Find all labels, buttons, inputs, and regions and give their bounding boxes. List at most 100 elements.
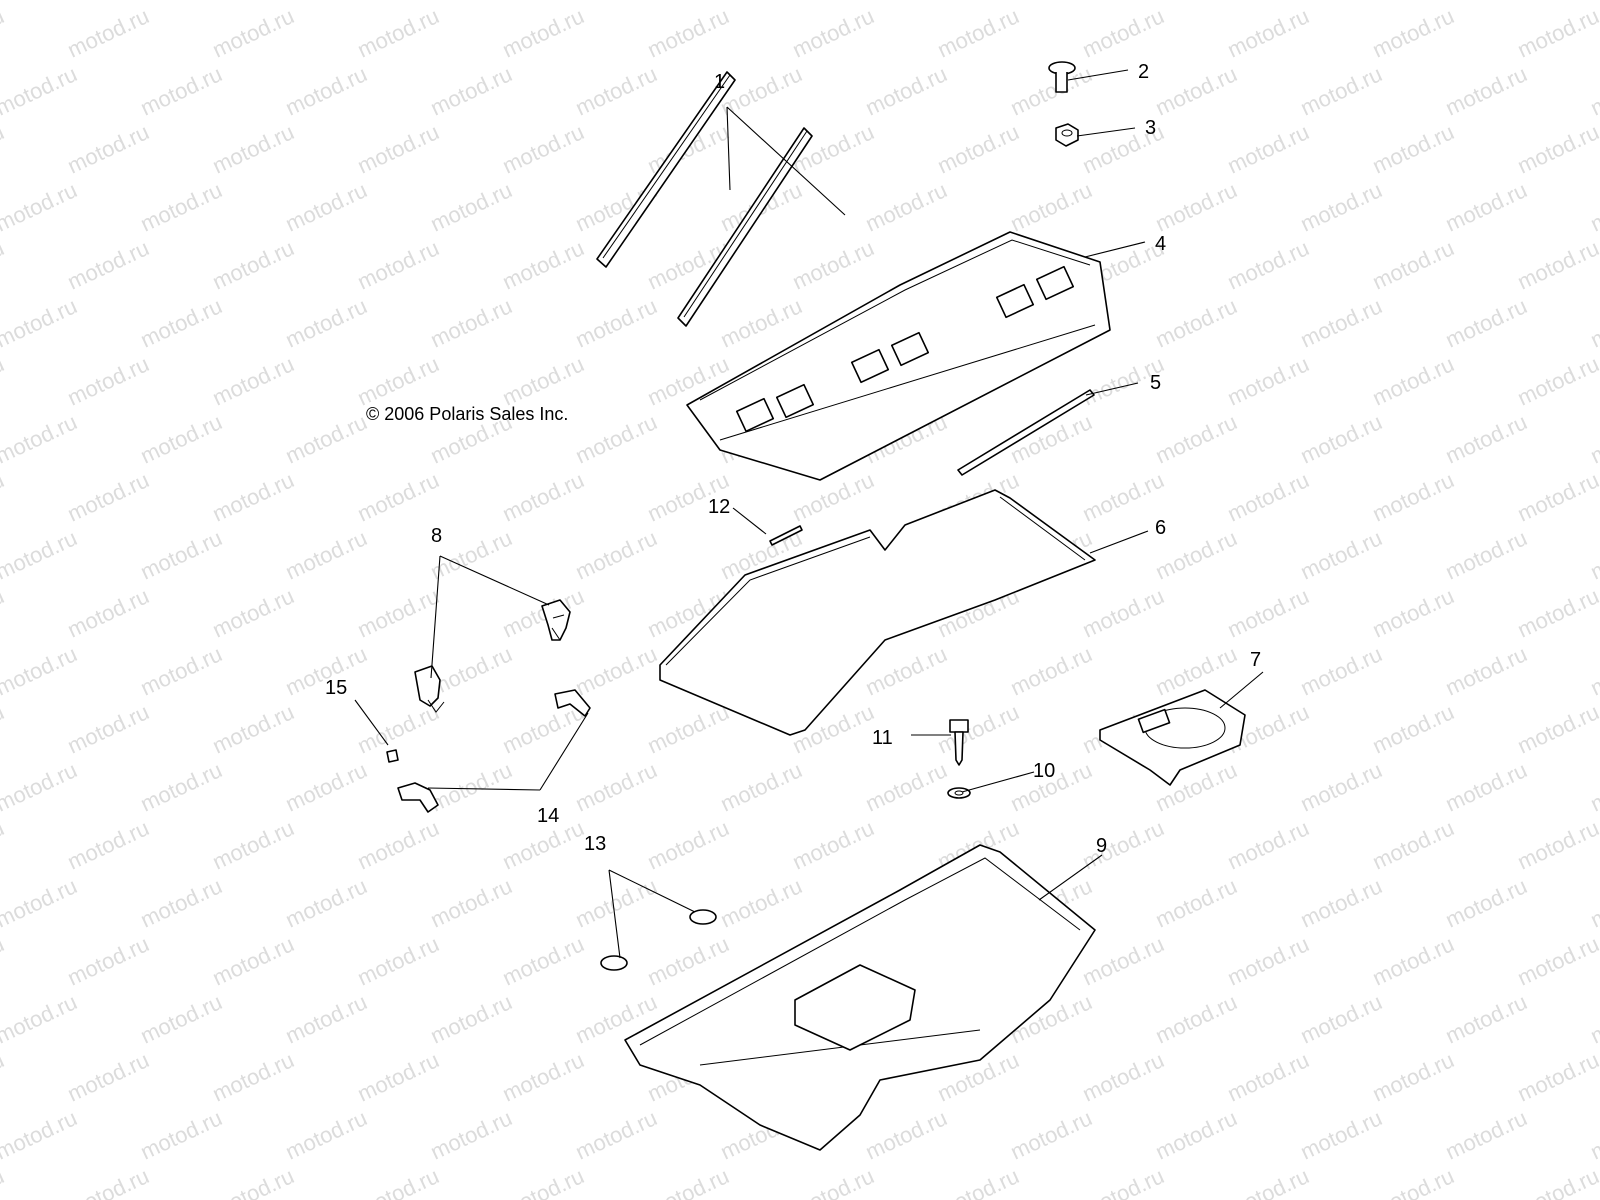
watermark-text: motod.ru [1369, 931, 1458, 990]
watermark-text: motod.ru [572, 525, 661, 584]
part-12-pin [769, 525, 803, 546]
part-6-gasket [659, 489, 1096, 736]
watermark-text: motod.ru [427, 0, 516, 5]
watermark-text: motod.ru [1079, 3, 1168, 62]
watermark-text: motod.ru [0, 235, 8, 294]
watermark-text: motod.ru [1152, 989, 1241, 1048]
watermark-text: motod.ru [427, 989, 516, 1048]
part-13-plugs [600, 909, 717, 971]
watermark-text: motod.ru [354, 119, 443, 178]
watermark-text: motod.ru [137, 1105, 226, 1164]
watermark-text: motod.ru [0, 1163, 8, 1200]
watermark-text: motod.ru [0, 0, 81, 5]
watermark-text: motod.ru [0, 3, 8, 62]
watermark-text: motod.ru [0, 815, 8, 874]
watermark-text: motod.ru [717, 0, 806, 5]
watermark-text: motod.ru [0, 873, 81, 932]
watermark-text: motod.ru [0, 61, 81, 120]
watermark-text: motod.ru [1369, 1047, 1458, 1106]
part-4-tray-lid [686, 231, 1111, 481]
watermark-text: motod.ru [717, 757, 806, 816]
part-1-rails [596, 71, 813, 327]
watermark-text: motod.ru [1224, 119, 1313, 178]
callout-5: 5 [1150, 372, 1161, 394]
watermark-text: motod.ru [644, 931, 733, 990]
watermark-text: motod.ru [0, 177, 81, 236]
watermark-text: motod.ru [427, 293, 516, 352]
watermark-text: motod.ru [1369, 1163, 1458, 1200]
watermark-text: motod.ru [1442, 1105, 1531, 1164]
watermark-text: motod.ru [1514, 583, 1600, 642]
watermark-text: motod.ru [1514, 119, 1600, 178]
watermark-text: motod.ru [789, 235, 878, 294]
watermark-text: motod.ru [934, 699, 1023, 758]
watermark-text: motod.ru [137, 409, 226, 468]
watermark-text: motod.ru [1369, 583, 1458, 642]
watermark-text: motod.ru [1079, 815, 1168, 874]
watermark-text: motod.ru [499, 467, 588, 526]
watermark-text: motod.ru [789, 1163, 878, 1200]
watermark-text: motod.ru [1514, 1163, 1600, 1200]
watermark-text: motod.ru [1224, 1047, 1313, 1106]
watermark-text: motod.ru [934, 3, 1023, 62]
part-11-bolt [949, 719, 969, 766]
watermark-text: motod.ru [862, 177, 951, 236]
watermark-text: motod.ru [572, 61, 661, 120]
watermark-text: motod.ru [1152, 61, 1241, 120]
watermark-text: motod.ru [1152, 177, 1241, 236]
watermark-text: motod.ru [137, 61, 226, 120]
watermark-text: motod.ru [209, 235, 298, 294]
watermark-text: motod.ru [1442, 989, 1531, 1048]
watermark-text: motod.ru [789, 3, 878, 62]
watermark-text: motod.ru [0, 757, 81, 816]
watermark-text: motod.ru [1369, 699, 1458, 758]
watermark-text: motod.ru [354, 815, 443, 874]
watermark-text: motod.ru [209, 583, 298, 642]
watermark-text: motod.ru [1007, 1105, 1096, 1164]
watermark-text: motod.ru [137, 873, 226, 932]
callout-9: 9 [1096, 835, 1107, 857]
part-5-strip [957, 389, 1095, 476]
watermark-text: motod.ru [862, 0, 951, 5]
watermark-text: motod.ru [137, 177, 226, 236]
watermark-text: motod.ru [354, 235, 443, 294]
watermark-text: motod.ru [137, 0, 226, 5]
watermark-text: motod.ru [354, 1163, 443, 1200]
watermark-text: motod.ru [1442, 177, 1531, 236]
watermark-text: motod.ru [64, 467, 153, 526]
watermark-text: motod.ru [1442, 873, 1531, 932]
watermark-text: motod.ru [499, 583, 588, 642]
watermark-text: motod.ru [1369, 815, 1458, 874]
watermark-text: motod.ru [1079, 1047, 1168, 1106]
callout-6: 6 [1155, 517, 1166, 539]
part-2-bolt [1048, 61, 1076, 93]
watermark-text: motod.ru [862, 61, 951, 120]
watermark-text: motod.ru [64, 1163, 153, 1200]
watermark-text: motod.ru [0, 119, 8, 178]
watermark-text: motod.ru [137, 757, 226, 816]
watermark-text: motod.ru [1297, 873, 1386, 932]
watermark-text: motod.ru [1297, 177, 1386, 236]
watermark-text: motod.ru [862, 1105, 951, 1164]
watermark-text: motod.ru [282, 525, 371, 584]
watermark-text: motod.ru [354, 467, 443, 526]
watermark-text: motod.ru [0, 583, 8, 642]
watermark-text: motod.ru [1442, 757, 1531, 816]
watermark-text: motod.ru [1369, 3, 1458, 62]
copyright-notice: © 2006 Polaris Sales Inc. [366, 404, 569, 424]
watermark-text: motod.ru [499, 1163, 588, 1200]
watermark-text: motod.ru [1514, 235, 1600, 294]
callout-2: 2 [1138, 61, 1149, 83]
watermark-text: motod.ru [209, 931, 298, 990]
watermark-text: motod.ru [282, 293, 371, 352]
watermark-text: motod.ru [572, 641, 661, 700]
watermark-text: motod.ru [1297, 293, 1386, 352]
callout-13: 13 [584, 833, 606, 855]
watermark-text: motod.ru [1369, 119, 1458, 178]
part-15-fastener [386, 749, 399, 763]
watermark-text: motod.ru [644, 699, 733, 758]
watermark-text: motod.ru [209, 3, 298, 62]
watermark-text: motod.ru [572, 409, 661, 468]
watermark-text: motod.ru [789, 467, 878, 526]
